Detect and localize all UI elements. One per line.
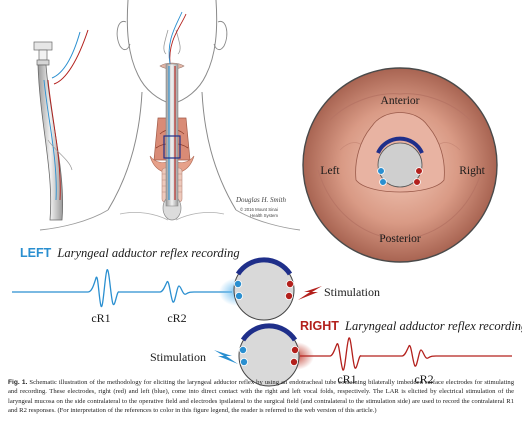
caption-text: Schematic illustration of the methodolog…	[8, 379, 514, 415]
head-neck-illustration: Douglas H. Smith © 2016 Mount Sinai Heal…	[39, 0, 301, 231]
left-title-strong: LEFT	[20, 246, 52, 260]
right-title-rest: Laryngeal adductor reflex recording	[344, 319, 522, 333]
label-right: Right	[459, 165, 485, 177]
label-left: Left	[320, 165, 340, 177]
left-panel-title: LEFT Laryngeal adductor reflex recording	[20, 246, 240, 260]
left-recording-trace	[12, 269, 232, 307]
left-lar-recording-panel: LEFT Laryngeal adductor reflex recording…	[12, 246, 380, 325]
right-lar-recording-panel: RIGHT Laryngeal adductor reflex recordin…	[150, 319, 522, 387]
label-anterior: Anterior	[381, 95, 420, 107]
right-recording-trace	[300, 337, 512, 371]
endotracheal-tube-in-patient	[163, 11, 187, 207]
illustrator-signature: Douglas H. Smith	[235, 196, 286, 204]
left-stimulation-label: Stimulation	[324, 285, 380, 299]
left-title-rest: Laryngeal adductor reflex recording	[56, 246, 239, 260]
endoscopic-larynx-view: Anterior Posterior Left Right	[302, 67, 498, 263]
label-posterior: Posterior	[379, 233, 421, 245]
copyright-line-1: © 2016 Mount Sinai	[240, 207, 278, 212]
right-panel-title: RIGHT Laryngeal adductor reflex recordin…	[300, 319, 522, 333]
copyright-line-2: Health System	[250, 213, 278, 218]
right-cr1-label: cR1	[337, 372, 356, 386]
right-stimulation-bolt-icon	[214, 350, 238, 364]
left-cr1-label: cR1	[91, 311, 110, 325]
right-stimulation-label: Stimulation	[150, 350, 206, 364]
caption-label: Fig. 1.	[8, 379, 28, 386]
endotracheal-tube-detail	[33, 29, 89, 221]
right-cr2-label: cR2	[414, 372, 433, 386]
right-title-strong: RIGHT	[300, 319, 339, 333]
left-cr2-label: cR2	[167, 311, 186, 325]
figure-caption: Fig. 1. Schematic illustration of the me…	[8, 378, 514, 416]
left-stimulation-bolt-icon	[298, 286, 322, 300]
